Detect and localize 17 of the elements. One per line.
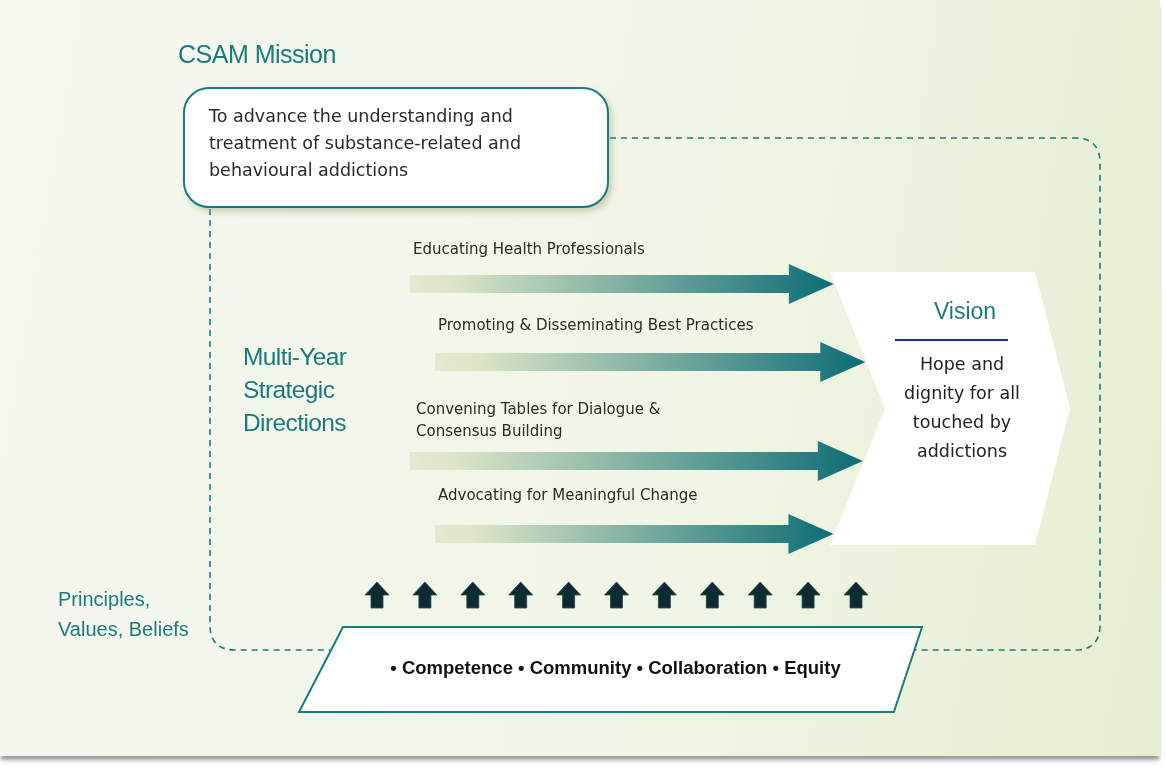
dashed-connector	[209, 208, 332, 651]
vision-heading: Vision	[932, 298, 998, 325]
block-arrow	[435, 342, 866, 382]
block-arrow	[410, 441, 863, 481]
mission-statement: To advance the understanding and treatment of substance-related and behavioural addictions	[209, 105, 522, 182]
block-arrow	[435, 514, 834, 554]
edge-label: Advocating for Meaningful Change	[438, 485, 699, 506]
edge-label: Educating Health Professionals	[413, 239, 646, 260]
dashed-connector	[609, 137, 1101, 651]
section-label: Multi-Year Strategic Directions	[243, 342, 348, 438]
section-label: Principles, Values, Beliefs	[58, 587, 190, 642]
edge-label: Convening Tables for Dialogue & Consensus Building	[416, 399, 662, 442]
block-arrow	[410, 264, 834, 304]
vision-statement: Hope and dignity for all touched by addictions	[903, 353, 1021, 463]
section-heading: CSAM Mission	[178, 40, 336, 69]
values-list: • Competence • Community • Collaboration • Equity	[339, 657, 892, 679]
edge-label: Promoting & Disseminating Best Practices	[438, 315, 755, 336]
